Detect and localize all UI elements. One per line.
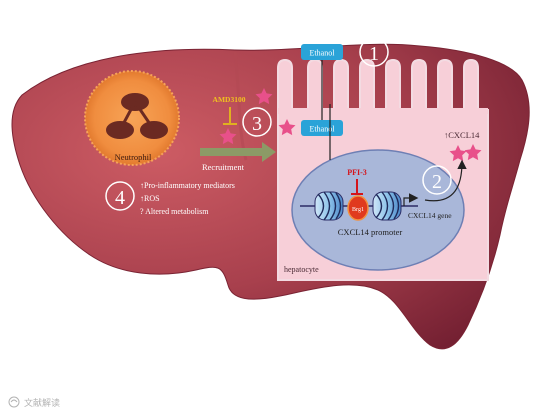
step-1: 1 [359, 37, 389, 67]
effect-pro-inflammatory: ↑Pro-inflammatory mediators [140, 181, 235, 190]
step-2: 2 [422, 165, 452, 195]
svg-text:4: 4 [115, 187, 125, 209]
step-3: 3 [242, 107, 272, 137]
effect-ros: ↑ROS [140, 194, 160, 203]
brg1-label: Brg1 [352, 207, 364, 213]
ethanol-box-top [301, 44, 343, 60]
nucleosome [372, 191, 402, 221]
step-4: 4 [105, 181, 135, 211]
watermark: 文献解读 [8, 396, 60, 408]
cxcl14-star [449, 145, 467, 162]
cxcl14-star [219, 128, 237, 145]
effect-altered-metabolism: ? Altered metabolism [140, 207, 209, 216]
svg-text:2: 2 [432, 171, 442, 193]
cxcl14-star [255, 88, 273, 105]
recruitment-label: Recruitment [202, 162, 245, 172]
watermark-text: 文献解读 [24, 397, 60, 408]
dna-strand [300, 191, 418, 221]
cxcl14-star [278, 119, 296, 136]
recruitment-arrow [200, 142, 276, 162]
amd3100-label: AMD3100 [213, 95, 246, 104]
cxcl14-gene-label: CXCL14 gene [408, 211, 452, 220]
cxcl14-up-label: ↑CXCL14 [444, 130, 480, 140]
neutrophil: Neutrophil [84, 70, 180, 166]
pfi3-label: PFI-3 [347, 168, 367, 177]
nucleosome [314, 191, 344, 221]
secretion-arrow [424, 159, 467, 202]
hepatocyte-label: hepatocyte [284, 265, 319, 274]
svg-text:1: 1 [369, 43, 379, 65]
transcription-arrow [403, 193, 419, 206]
cxcl14-promoter-label: CXCL14 promoter [338, 227, 403, 237]
ethanol-top-label: Ethanol [310, 49, 336, 58]
neutrophil-label: Neutrophil [115, 152, 152, 162]
cxcl14-star [464, 144, 482, 161]
ethanol-box-inner [301, 120, 343, 136]
svg-text:3: 3 [252, 113, 262, 135]
ethanol-inner-label: Ethanol [310, 125, 336, 134]
brg1-protein [347, 195, 369, 221]
